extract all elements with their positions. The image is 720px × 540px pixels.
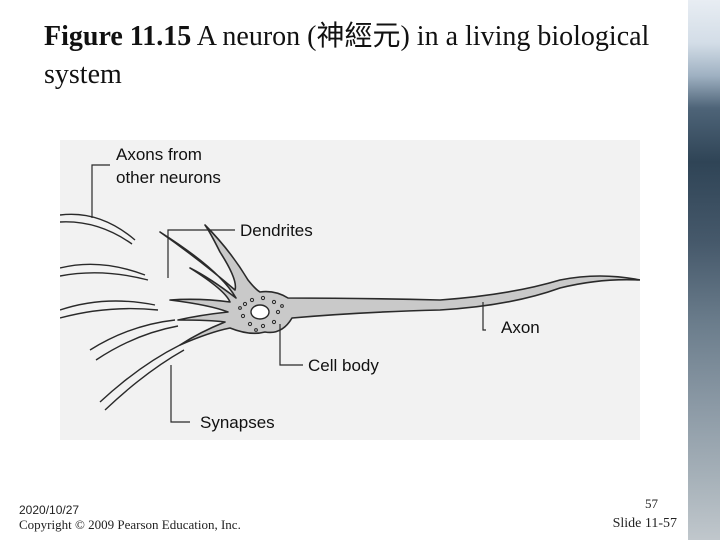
label-cell-body: Cell body <box>308 356 379 375</box>
incoming-axons <box>60 213 185 411</box>
slide-title: Figure 11.15 A neuron (神經元) in a living … <box>44 18 664 94</box>
label-axons-from-line1: Axons from <box>116 145 202 164</box>
neuron-shape <box>159 224 640 346</box>
neuron-diagram: Axons from other neurons Dendrites Axon … <box>60 140 640 440</box>
decorative-side-strip <box>688 0 720 540</box>
leader-lines <box>91 164 486 423</box>
label-axons-from-line2: other neurons <box>116 168 221 187</box>
label-dendrites: Dendrites <box>240 221 313 240</box>
figure-caption: A neuron (神經元) in a living biological sy… <box>44 21 650 90</box>
footer-slide-number: Slide 11-57 <box>612 516 677 531</box>
figure-label: Figure 11.15 <box>44 21 192 52</box>
footer-copyright: Copyright © 2009 Pearson Education, Inc. <box>19 517 241 532</box>
label-axon: Axon <box>501 318 540 337</box>
footer-page-number: 57 <box>645 496 658 511</box>
footer-date: 2020/10/27 <box>19 503 80 517</box>
neuron-figure: Axons from other neurons Dendrites Axon … <box>60 140 640 440</box>
label-synapses: Synapses <box>200 413 275 432</box>
cell-nucleus <box>238 295 284 332</box>
